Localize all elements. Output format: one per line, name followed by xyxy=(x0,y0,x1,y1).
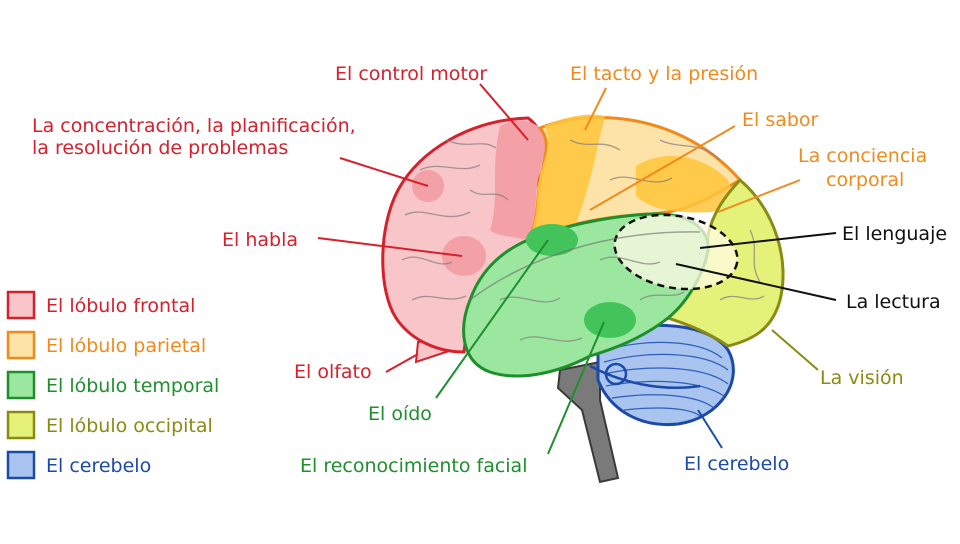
sylvian-fissure xyxy=(469,231,701,301)
leader-lines xyxy=(317,83,837,455)
label-conciencia-2: corporal xyxy=(826,169,904,191)
leader-vision xyxy=(771,329,819,371)
legend-swatch xyxy=(6,370,36,400)
label-cerebelo: El cerebelo xyxy=(684,453,789,475)
label-control-motor: El control motor xyxy=(335,63,487,85)
legend-swatch xyxy=(6,410,36,440)
legend-swatch xyxy=(6,450,36,480)
legend-label: El lóbulo parietal xyxy=(46,335,206,357)
label-conciencia-1: La conciencia xyxy=(798,145,927,167)
legend-item-cerebelo: El cerebelo xyxy=(6,450,151,480)
label-concentracion-1: La concentración, la planificación, xyxy=(32,115,356,137)
legend-swatch xyxy=(6,330,36,360)
label-lectura: La lectura xyxy=(846,291,941,313)
legend-item-temporal: El lóbulo temporal xyxy=(6,370,219,400)
legend-label: El cerebelo xyxy=(46,455,151,477)
legend-label: El lóbulo occipital xyxy=(46,415,213,437)
auditory-area-region xyxy=(526,224,578,256)
leader-oido xyxy=(435,239,549,399)
leader-lectura xyxy=(675,263,837,301)
cerebellum-region xyxy=(596,323,735,427)
legend-label: El lóbulo frontal xyxy=(46,295,195,317)
speech-area-region xyxy=(442,236,486,276)
leader-concentracion xyxy=(339,157,429,187)
leader-lenguaje xyxy=(699,232,837,249)
cerebellum-inner-line xyxy=(589,364,701,389)
legend-label: El lóbulo temporal xyxy=(46,375,219,397)
leader-habla xyxy=(317,237,463,257)
label-lenguaje: El lenguaje xyxy=(842,223,947,245)
leader-olfato xyxy=(385,353,419,373)
label-olfato: El olfato xyxy=(294,361,372,383)
sensory-cortex-region xyxy=(528,114,605,240)
label-vision: La visión xyxy=(820,367,904,389)
legend-item-occipital: El lóbulo occipital xyxy=(6,410,213,440)
motor-cortex-region xyxy=(490,120,546,240)
label-tacto: El tacto y la presión xyxy=(570,63,758,85)
leader-sabor xyxy=(589,125,736,211)
label-concentracion-2: la resolución de problemas xyxy=(32,137,288,159)
legend: El lóbulo frontal El lóbulo parietal El … xyxy=(6,290,219,480)
label-reconocimiento: El reconocimiento facial xyxy=(300,455,527,477)
leader-reconocimiento xyxy=(547,321,605,455)
label-sabor: El sabor xyxy=(742,109,819,131)
label-oido: El oído xyxy=(368,403,432,425)
legend-item-frontal: El lóbulo frontal xyxy=(6,290,195,320)
cerebellum-folds xyxy=(603,341,729,417)
legend-swatch xyxy=(6,290,36,320)
label-habla: El habla xyxy=(222,229,298,251)
leader-conciencia xyxy=(717,179,801,213)
leader-tacto xyxy=(584,87,607,131)
leader-control-motor xyxy=(479,83,529,141)
legend-item-parietal: El lóbulo parietal xyxy=(6,330,206,360)
face-recognition-area-region xyxy=(584,302,636,338)
leader-cerebelo xyxy=(697,409,723,449)
